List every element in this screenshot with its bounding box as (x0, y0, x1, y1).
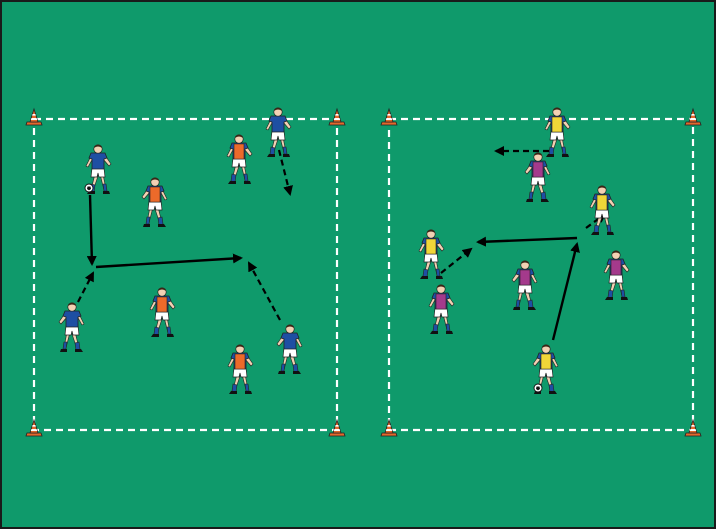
ball-icon (534, 384, 542, 392)
ball-icon (85, 184, 93, 192)
